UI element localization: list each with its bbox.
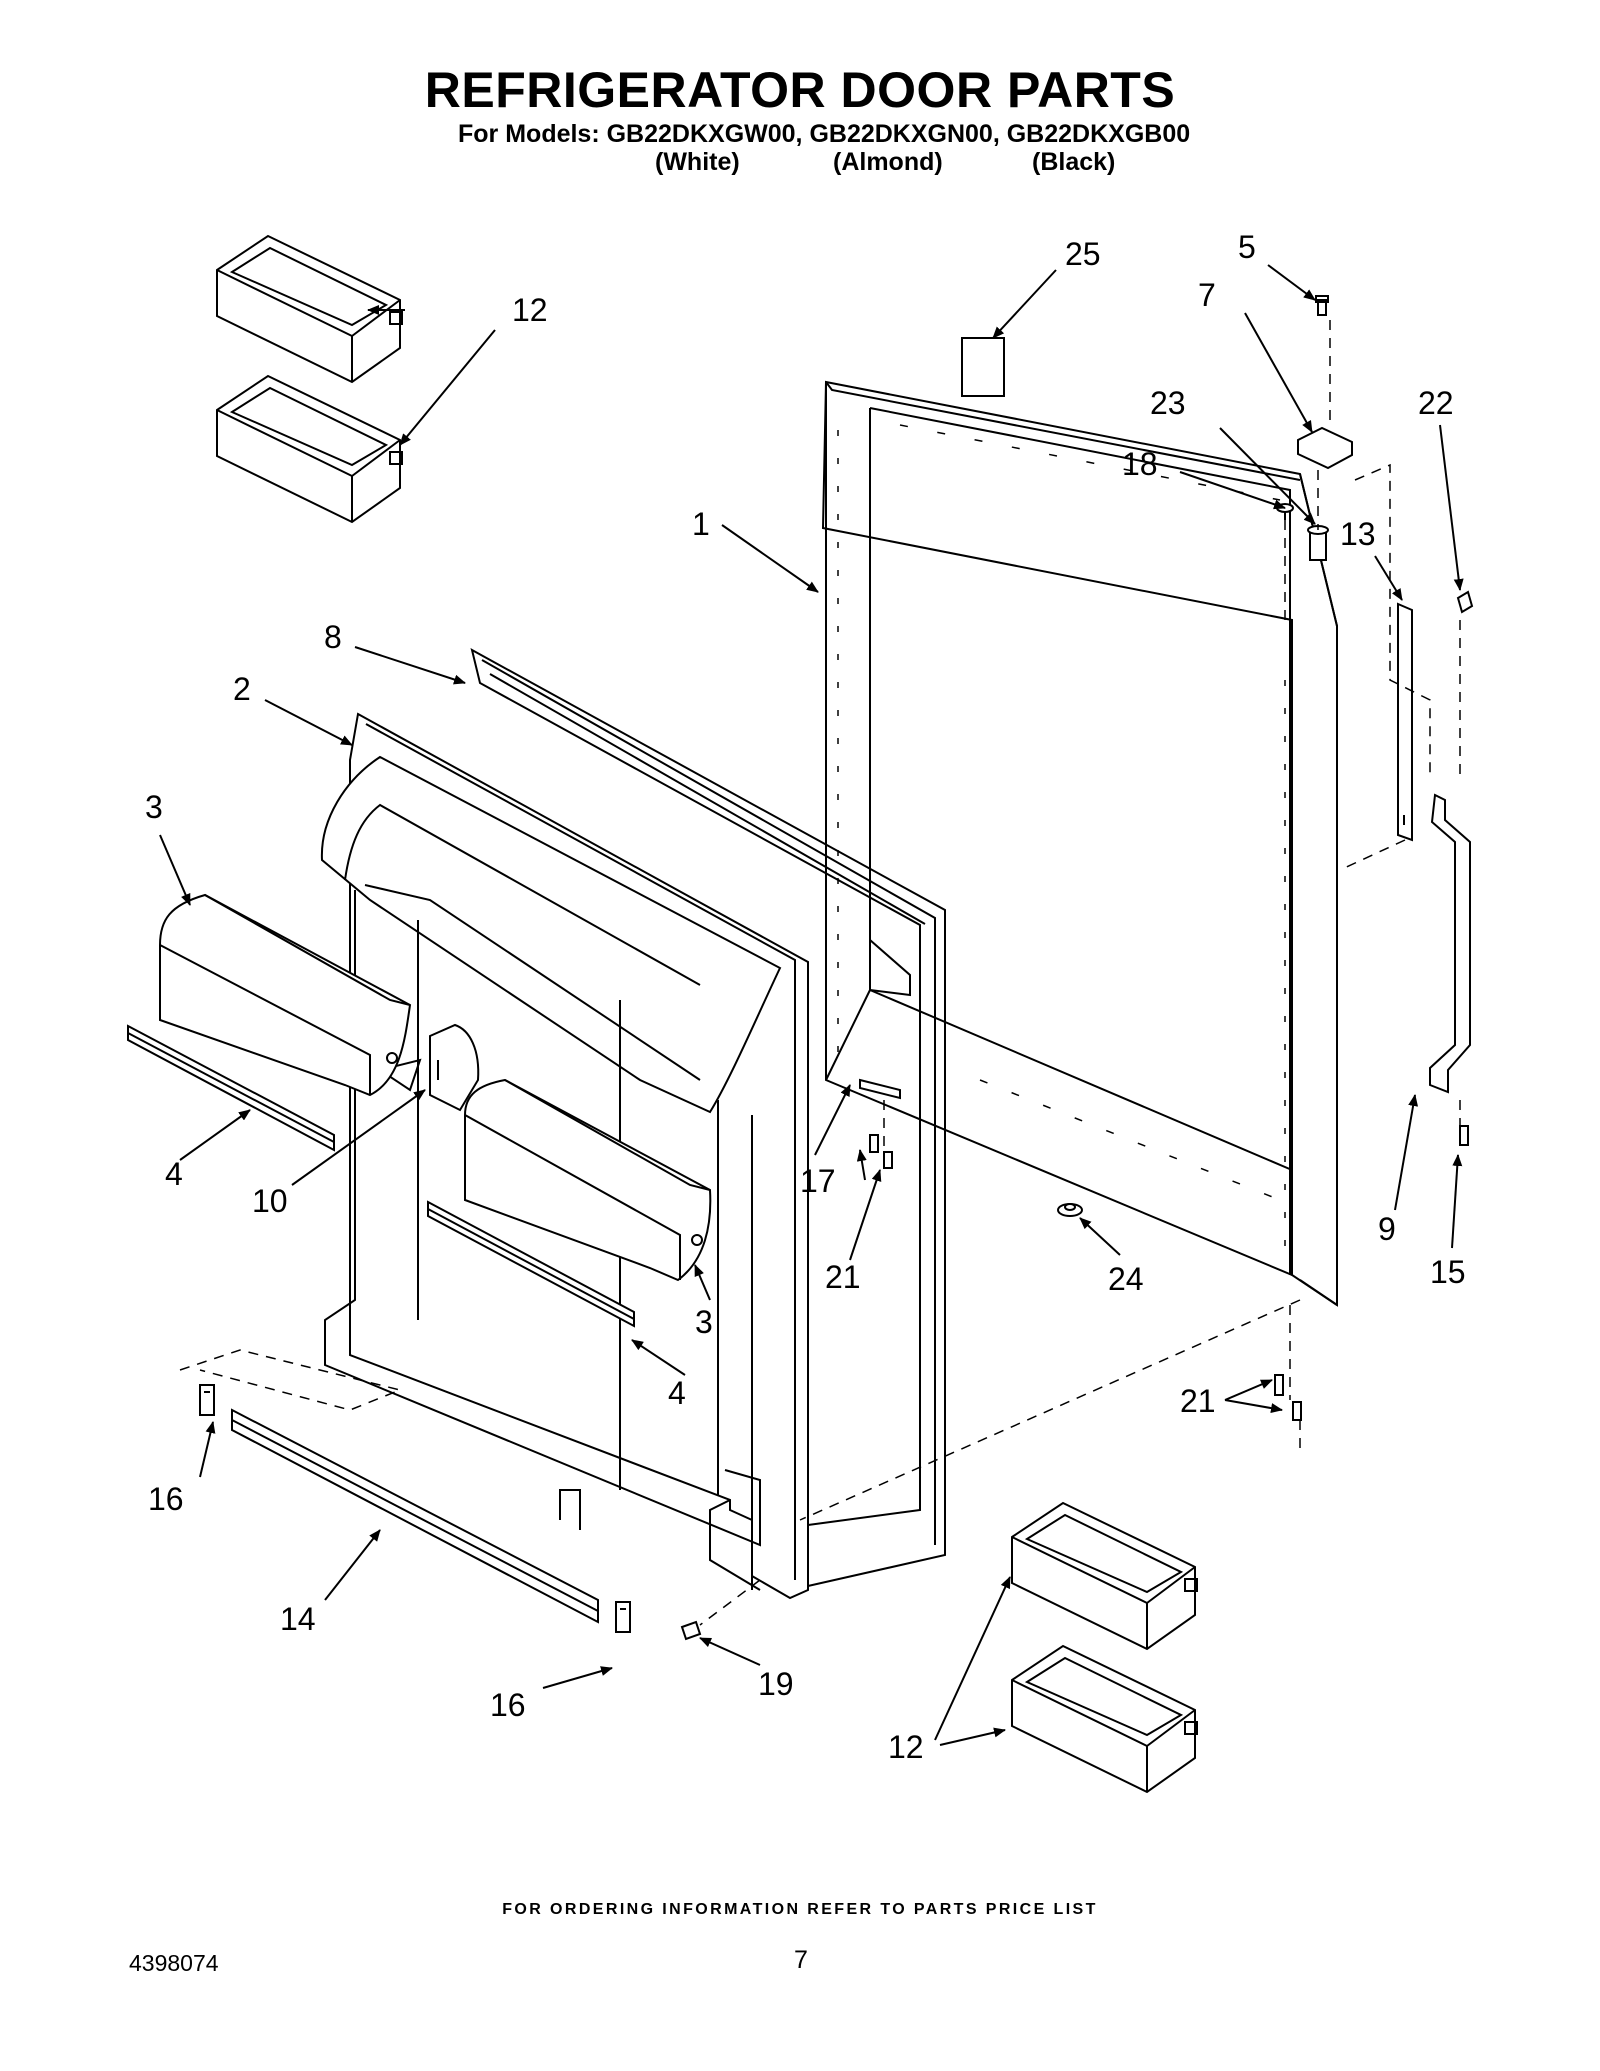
leader-arrows — [159, 264, 1464, 1746]
callout-14: 14 — [280, 1601, 316, 1637]
cam-bracket-part — [859, 1078, 901, 1100]
callout-19: 19 — [758, 1666, 794, 1702]
models-line: For Models: GB22DKXGW00, GB22DKXGN00, GB… — [458, 120, 1191, 148]
callout-4-upper: 4 — [165, 1156, 183, 1192]
page-title: REFRIGERATOR DOOR PARTS — [424, 62, 1176, 118]
bin-cover-lower-part — [464, 1078, 712, 1282]
callout-8: 8 — [324, 619, 342, 655]
callout-24: 24 — [1108, 1261, 1144, 1297]
callout-2: 2 — [233, 671, 251, 707]
callout-9: 9 — [1378, 1211, 1396, 1247]
callout-3-lower: 3 — [695, 1304, 713, 1340]
shelf-bar-lower-part — [427, 1200, 635, 1328]
alignment-lines — [179, 320, 1461, 1626]
callout-12-top: 12 — [512, 292, 548, 328]
callout-13: 13 — [1340, 516, 1376, 552]
callout-16-right: 16 — [490, 1687, 526, 1723]
callout-16-left: 16 — [148, 1481, 184, 1517]
screw-part — [680, 590, 1474, 1641]
callout-1: 1 — [692, 506, 710, 542]
callout-5: 5 — [1238, 229, 1256, 265]
hinge-screw-part — [1315, 295, 1329, 316]
color-almond: (Almond) — [833, 148, 943, 176]
callout-21-lower: 21 — [1180, 1383, 1216, 1419]
callout-7: 7 — [1198, 277, 1216, 313]
door-bin-bottom-1-part — [1011, 1501, 1198, 1651]
callout-15: 15 — [1430, 1254, 1466, 1290]
bottom-trim-part — [231, 1408, 599, 1624]
callout-18: 18 — [1122, 446, 1158, 482]
door-bin-top-2-part — [216, 374, 403, 524]
document-number: 4398074 — [129, 1950, 219, 1976]
bin-cover-upper-part — [159, 893, 412, 1097]
color-black: (Black) — [1032, 148, 1116, 176]
hinge-cover-part — [1297, 426, 1353, 470]
callout-23: 23 — [1150, 385, 1186, 421]
door-bin-bottom-2-part — [1011, 1644, 1198, 1794]
bushing-part — [1307, 525, 1329, 561]
color-white: (White) — [655, 148, 740, 176]
door-bin-top-1-part — [216, 234, 403, 384]
handle-part — [1429, 793, 1471, 1094]
end-cap-left-part — [199, 1384, 215, 1416]
callout-3-upper: 3 — [145, 789, 163, 825]
door-frame-part — [821, 380, 1338, 1307]
washer-part — [1057, 1203, 1083, 1217]
callout-4-lower: 4 — [668, 1375, 686, 1411]
page-number: 7 — [794, 1946, 808, 1974]
end-cap-right-part — [615, 1601, 631, 1633]
callout-12-bottom: 12 — [888, 1729, 924, 1765]
callout-22: 22 — [1418, 385, 1454, 421]
callout-10: 10 — [252, 1183, 288, 1219]
bracket-part — [429, 1023, 480, 1112]
callout-25: 25 — [1065, 236, 1101, 272]
callout-17: 17 — [800, 1163, 836, 1199]
hinge-strip-part — [1397, 602, 1413, 842]
ordering-note: FOR ORDERING INFORMATION REFER TO PARTS … — [502, 1901, 1098, 1918]
callout-21-upper: 21 — [825, 1259, 861, 1295]
label-part — [961, 337, 1005, 397]
callout-labels: 5 7 23 18 13 22 25 1 8 2 3 12 4 10 17 21… — [145, 229, 1466, 1765]
shelf-bar-upper-part — [127, 1024, 335, 1152]
